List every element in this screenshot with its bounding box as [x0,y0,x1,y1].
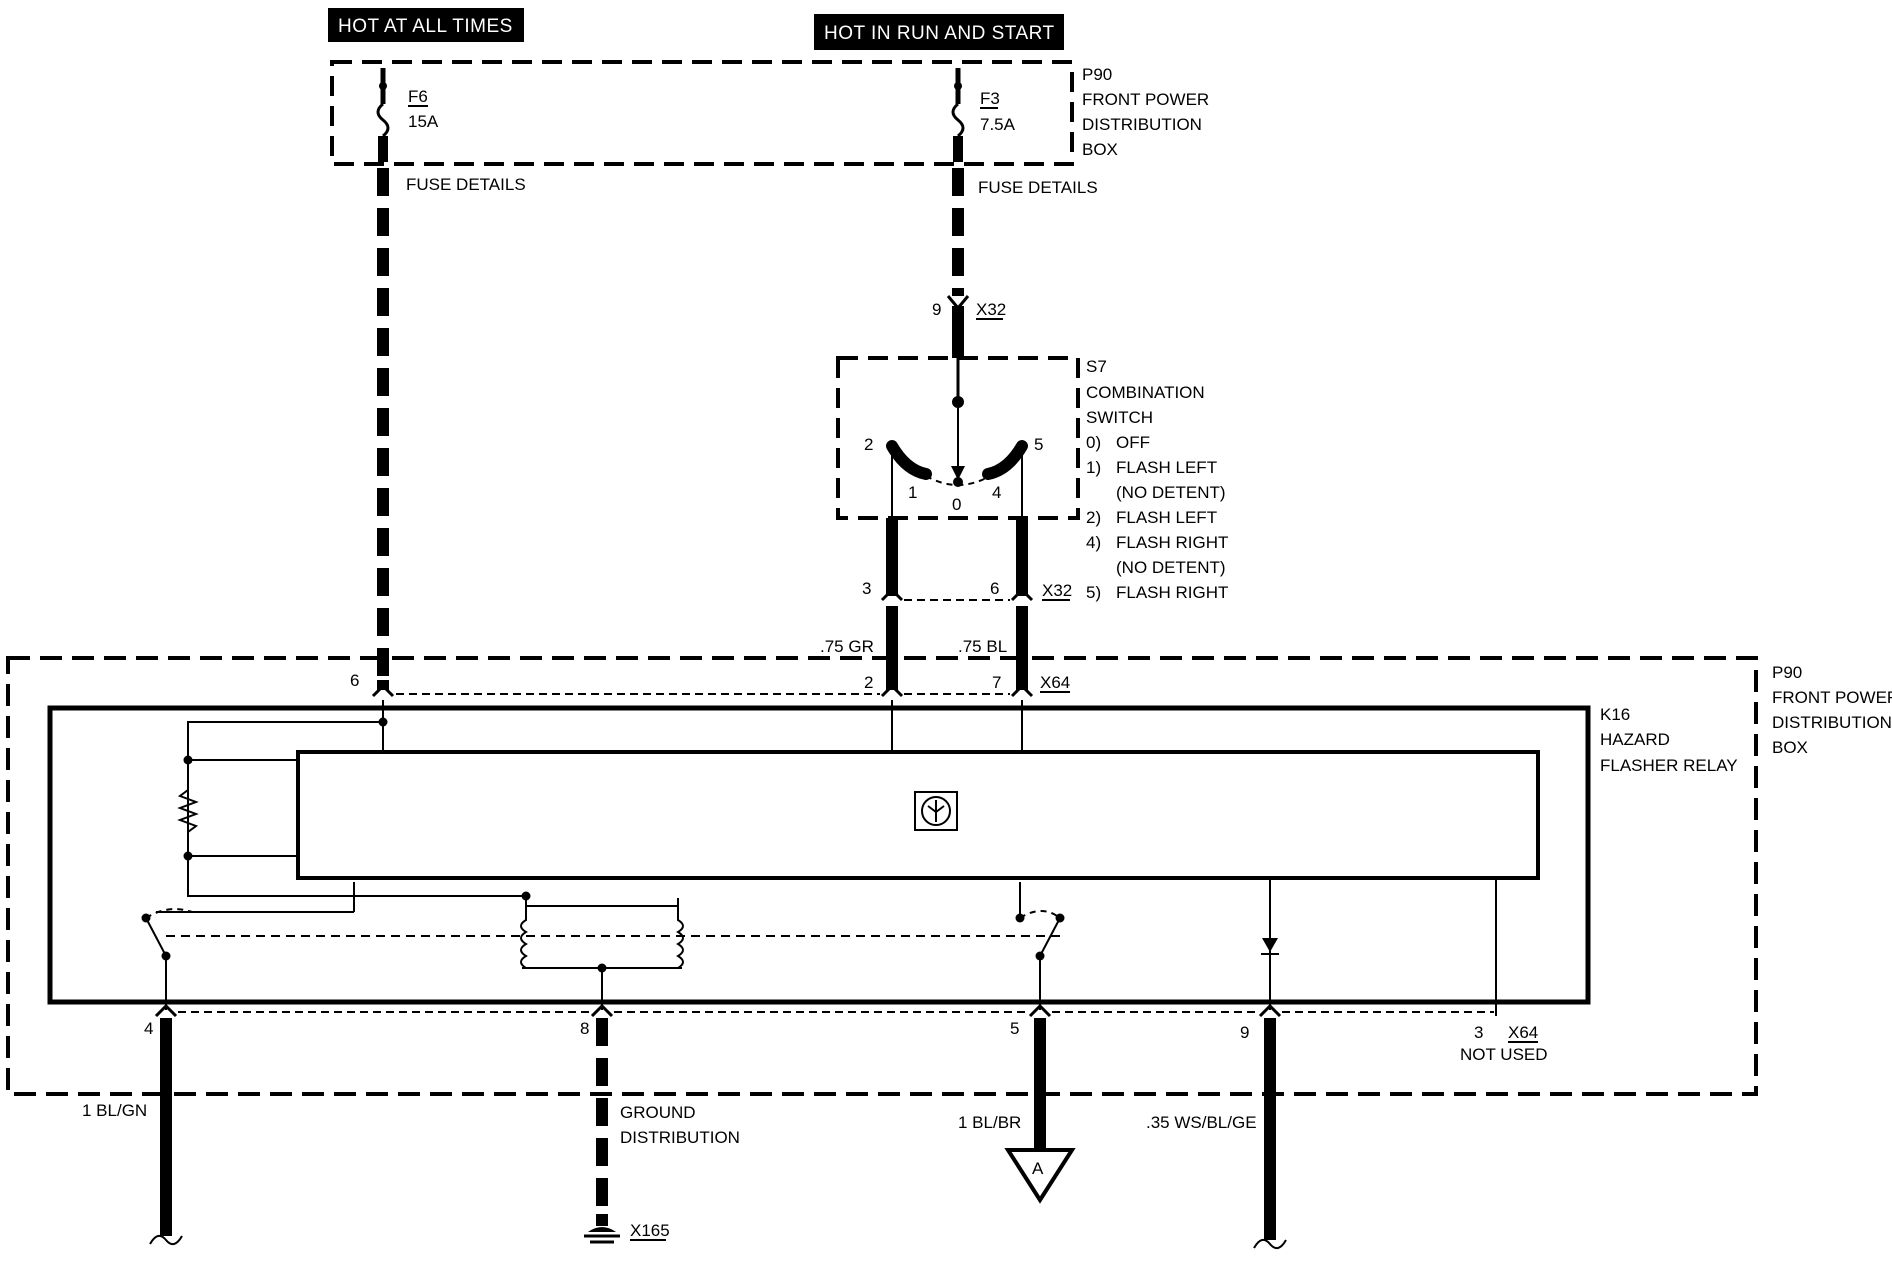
connector-x32-upper-id: X32 [976,300,1006,319]
connector-x32-lower-id: X32 [1042,581,1072,600]
power-box-top-outline [330,60,1074,166]
connector-x64-bottom-id: X64 [1508,1023,1538,1042]
wire-label-bl: .75 BL [958,637,1007,656]
relay-name-1: HAZARD [1600,730,1670,749]
connector-x64-top-id: X64 [1040,673,1070,692]
power-box-top-label: P90 FRONT POWER DISTRIBUTION BOX [1082,65,1209,159]
switch-terminal-5: 5 [1034,435,1043,454]
connector-x32-lower: 3 6 X32 [862,579,1072,602]
ground-label-1: GROUND [620,1103,696,1122]
combination-switch-internals: 2 5 1 0 4 [864,358,1043,518]
fuse-f6-id: F6 [408,87,428,106]
switch-pos-5-num: 5) [1086,583,1101,602]
switch-pos-5-label: FLASH RIGHT [1116,583,1228,602]
fuse-f6-details: FUSE DETAILS [406,175,526,194]
connector-a-label: A [1032,1159,1044,1178]
ground-ref: X165 [630,1221,670,1240]
connector-x64-pin-7: 7 [992,673,1001,692]
wire-ground: GROUND DISTRIBUTION X165 [584,1018,740,1244]
fuse-f6: F6 15A FUSE DETAILS [376,68,526,194]
banner-hot-at-all-times-text: HOT AT ALL TIMES [338,16,513,37]
wire-1-bl-br-label: 1 BL/BR [958,1113,1021,1132]
fuse-f3-details: FUSE DETAILS [978,178,1098,197]
switch-pos-4-label: FLASH RIGHT [1116,533,1228,552]
switch-id: S7 [1086,357,1107,376]
pin-3-not-used: NOT USED [1460,1045,1548,1064]
connector-x32-lower-pin-right: 6 [990,579,999,598]
power-box-top-line-3: BOX [1082,140,1118,159]
power-box-top-line-1: FRONT POWER [1082,90,1209,109]
wire-35-ws-bl-ge: .35 WS/BL/GE [1146,1018,1287,1250]
resistor-network [177,721,383,897]
switch-contact-1: 1 [908,483,917,502]
switch-pos-1b-label: (NO DETENT) [1116,483,1226,502]
wire-1-bl-gn: 1 BL/GN [82,1018,183,1246]
switch-name-2: SWITCH [1086,408,1153,427]
ground-label-2: DISTRIBUTION [620,1128,740,1147]
pin-4: 4 [144,1019,153,1038]
connector-a-triangle [1004,1148,1076,1204]
relay-name-2: FLASHER RELAY [1600,756,1738,775]
pin-3: 3 [1474,1023,1483,1042]
connector-x32-lower-pin-left: 3 [862,579,871,598]
combination-switch-label: S7 COMBINATION SWITCH 0) OFF 1) FLASH LE… [1086,357,1228,602]
wire-1-bl-br: A 1 BL/BR [958,1018,1076,1204]
relay-id: K16 [1600,705,1630,724]
switch-pos-4-num: 4) [1086,533,1101,552]
switch-pos-2-num: 2) [1086,508,1101,527]
switch-pos-1-num: 1) [1086,458,1101,477]
flasher-electronic-module [296,750,1540,880]
power-box-bottom-outline [6,656,1758,1096]
banner-hot-in-run-and-start: HOT IN RUN AND START [814,14,1064,50]
power-box-bottom-line-2: DISTRIBUTION [1772,713,1892,732]
relay-label: K16 HAZARD FLASHER RELAY [1600,705,1738,775]
switch-pos-0-num: 0) [1086,433,1101,452]
power-box-bottom-line-1: FRONT POWER [1772,688,1892,707]
switch-pos-2-label: FLASH LEFT [1116,508,1217,527]
hazard-flasher-relay-box [47,705,1591,1005]
switch-name-1: COMBINATION [1086,383,1205,402]
banner-hot-in-run-and-start-text: HOT IN RUN AND START [824,23,1055,44]
power-box-bottom-line-3: BOX [1772,738,1808,757]
power-box-bottom-label: P90 FRONT POWER DISTRIBUTION BOX [1772,663,1892,757]
connector-x64-bottom: 4 8 5 9 3 X64 NOT USED [144,1003,1548,1064]
switch-terminal-2: 2 [864,435,873,454]
connector-x64-pin-6: 6 [350,671,359,690]
transistor-icon [914,791,958,831]
wire-label-gr: .75 GR [820,637,874,656]
switch-contact-4: 4 [992,483,1001,502]
connector-x32-upper: 9 X32 [932,295,1006,358]
connector-x64-top: 6 2 7 X64 [350,671,1070,698]
relay-contacts [141,880,1497,1016]
switch-pos-1-label: FLASH LEFT [1116,458,1217,477]
fuse-f6-rating: 15A [408,112,439,131]
connector-x32-upper-pin: 9 [932,300,941,319]
pin-9: 9 [1240,1023,1249,1042]
connector-x64-pin-2: 2 [864,673,873,692]
switch-pos-0-label: OFF [1116,433,1150,452]
wire-35-ws-bl-ge-label: .35 WS/BL/GE [1146,1113,1257,1132]
switch-contact-0: 0 [952,495,961,514]
banner-hot-at-all-times: HOT AT ALL TIMES [328,8,524,42]
power-box-top-line-2: DISTRIBUTION [1082,115,1202,134]
fuse-f3-id: F3 [980,89,1000,108]
fuse-f3: F3 7.5A FUSE DETAILS [951,68,1098,197]
power-box-top-id: P90 [1082,65,1112,84]
pin-5: 5 [1010,1019,1019,1038]
pin-8: 8 [580,1019,589,1038]
wire-1-bl-gn-label: 1 BL/GN [82,1101,147,1120]
fuse-f3-rating: 7.5A [980,115,1016,134]
power-box-bottom-id: P90 [1772,663,1802,682]
switch-pos-4b-label: (NO DETENT) [1116,558,1226,577]
